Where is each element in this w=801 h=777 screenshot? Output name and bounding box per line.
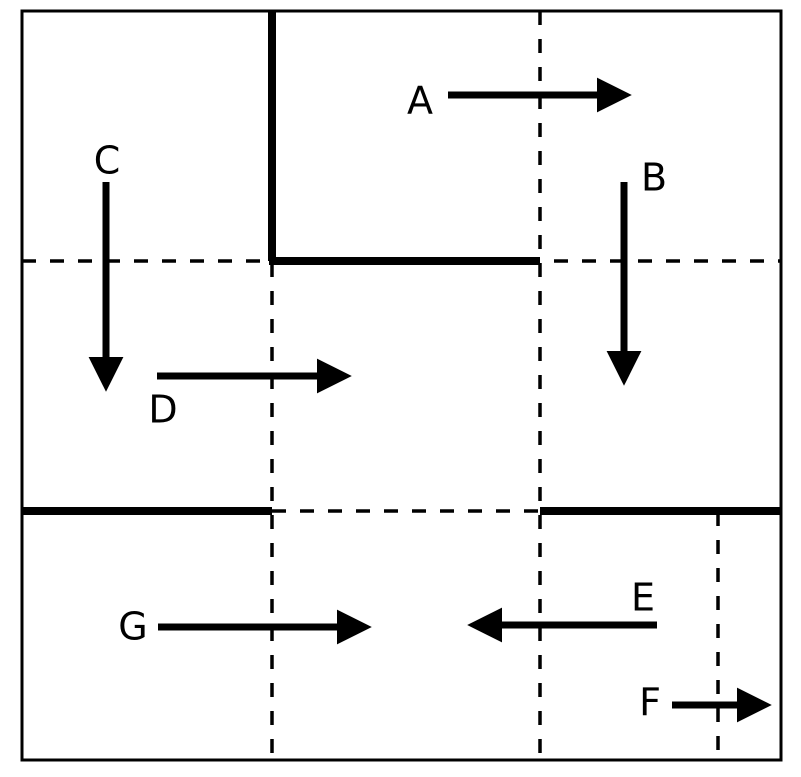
solid-segment-group: [22, 11, 781, 515]
arrow-label-B: B: [641, 156, 667, 200]
arrow-label-D: D: [148, 388, 177, 432]
arrow-group: [88, 77, 772, 723]
outer-rectangle: [20, 9, 783, 762]
arrow-label-E: E: [631, 576, 655, 620]
arrow-label-F: F: [639, 681, 661, 725]
arrow-label-C: C: [94, 139, 121, 183]
arrow-label-G: G: [118, 605, 147, 649]
arrow-label-A: A: [407, 79, 433, 123]
